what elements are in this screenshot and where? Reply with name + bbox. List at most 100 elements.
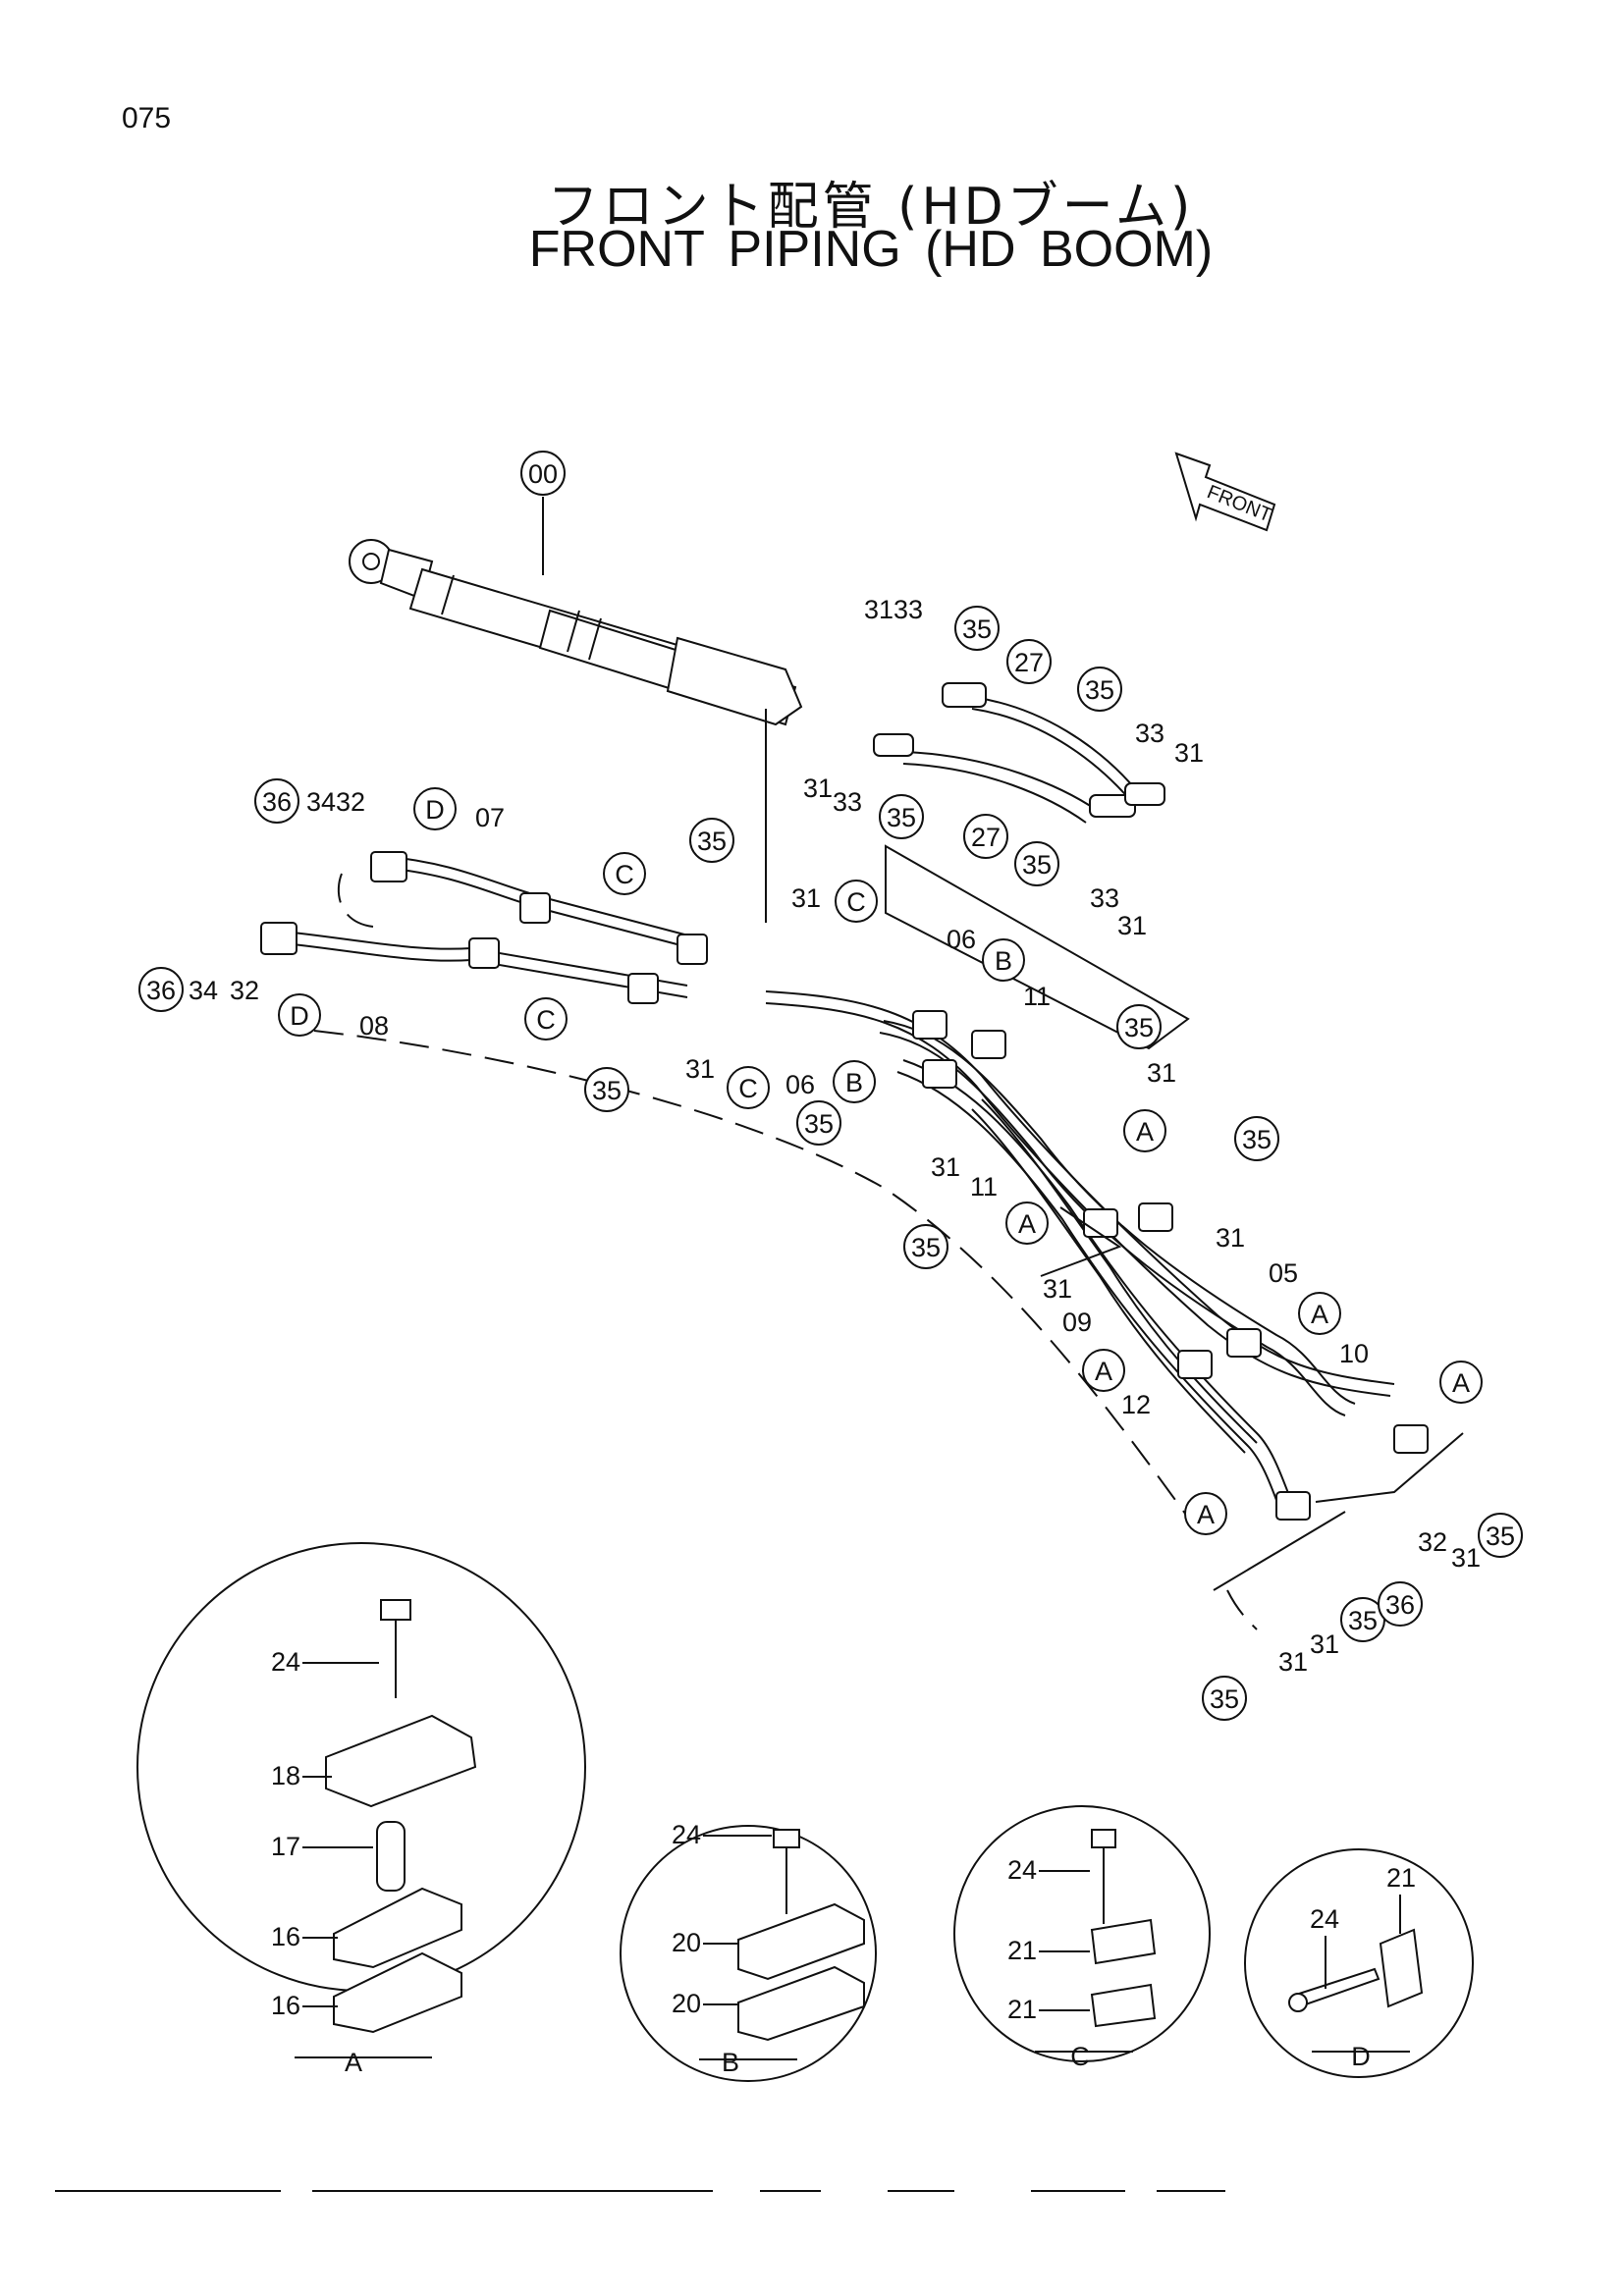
- front-arrow-icon: FRONT: [1174, 452, 1276, 532]
- page-number: 075: [122, 102, 172, 134]
- svg-text:D: D: [290, 1001, 309, 1031]
- svg-text:18: 18: [271, 1761, 300, 1790]
- svg-text:33: 33: [1090, 883, 1119, 913]
- callout-36c: [1378, 1581, 1423, 1627]
- svg-text:07: 07: [475, 803, 505, 832]
- callout-00-label: 00: [528, 459, 558, 489]
- svg-text:C: C: [615, 860, 634, 889]
- svg-text:35: 35: [697, 827, 727, 856]
- callout-27b: [963, 814, 1008, 859]
- svg-text:24: 24: [1007, 1855, 1037, 1885]
- svg-text:21: 21: [1007, 1936, 1037, 1965]
- svg-text:35: 35: [911, 1233, 941, 1262]
- svg-text:31: 31: [685, 1054, 715, 1084]
- svg-text:32: 32: [1418, 1527, 1447, 1557]
- boom-cylinder: [349, 539, 803, 923]
- svg-text:D: D: [425, 795, 445, 825]
- detail-b: B 24 20 20: [620, 1820, 877, 2082]
- svg-text:36: 36: [146, 976, 176, 1005]
- callout-36a: [254, 778, 299, 824]
- hose-27: [873, 682, 1165, 824]
- svg-text:08: 08: [359, 1011, 389, 1041]
- callout-35-bottom: [1202, 1676, 1247, 1721]
- svg-text:12: 12: [1121, 1390, 1151, 1419]
- svg-text:A: A: [1136, 1117, 1154, 1147]
- callout-27b-label: 27: [971, 823, 1001, 852]
- svg-text:C: C: [738, 1074, 758, 1103]
- svg-text:31: 31: [931, 1152, 960, 1182]
- svg-text:31: 31: [1216, 1223, 1245, 1253]
- svg-text:10: 10: [1339, 1339, 1369, 1368]
- svg-text:16: 16: [271, 1922, 300, 1951]
- svg-text:36: 36: [1385, 1590, 1415, 1620]
- svg-text:20: 20: [672, 1989, 701, 2018]
- svg-text:31: 31: [803, 774, 833, 803]
- svg-text:A: A: [1311, 1300, 1328, 1329]
- callout-00: [520, 451, 566, 496]
- svg-text:31: 31: [1043, 1274, 1072, 1304]
- svg-text:3133: 3133: [864, 595, 923, 624]
- svg-text:B: B: [995, 946, 1012, 976]
- svg-text:33: 33: [833, 787, 862, 817]
- callout-36b: [138, 967, 184, 1012]
- svg-text:24: 24: [271, 1647, 300, 1677]
- svg-text:35: 35: [1085, 675, 1114, 705]
- pipe-08: [260, 873, 688, 1004]
- detail-d-caption: D: [1351, 2042, 1371, 2071]
- svg-text:3432: 3432: [306, 787, 365, 817]
- svg-text:35: 35: [887, 803, 916, 832]
- svg-text:31: 31: [1278, 1647, 1308, 1677]
- svg-text:35: 35: [592, 1076, 622, 1105]
- svg-text:A: A: [1018, 1209, 1036, 1239]
- svg-text:A: A: [1197, 1500, 1215, 1529]
- callout-35-bottom-label: 35: [1210, 1684, 1239, 1714]
- svg-text:31: 31: [1174, 738, 1204, 768]
- svg-text:24: 24: [1310, 1904, 1339, 1934]
- svg-text:17: 17: [271, 1832, 300, 1861]
- svg-text:09: 09: [1062, 1308, 1092, 1337]
- svg-text:A: A: [1095, 1357, 1112, 1386]
- svg-text:21: 21: [1007, 1995, 1037, 2024]
- svg-text:05: 05: [1269, 1258, 1298, 1288]
- svg-text:35: 35: [1486, 1522, 1515, 1551]
- detail-d: D 21 24: [1244, 1848, 1474, 2078]
- svg-text:31: 31: [1147, 1058, 1176, 1088]
- svg-text:06: 06: [947, 925, 976, 954]
- title-english: FRONT PIPING (HD BOOM): [528, 221, 1214, 278]
- detail-b-caption: B: [722, 2048, 739, 2077]
- part-number-labels: 3133 31 33 33 31 33 31 3432 07 34 32 31 …: [189, 595, 1481, 1677]
- svg-text:20: 20: [672, 1928, 701, 1957]
- svg-text:16: 16: [271, 1991, 300, 2020]
- svg-text:C: C: [536, 1005, 556, 1035]
- svg-text:33: 33: [1135, 719, 1164, 748]
- svg-text:B: B: [845, 1068, 863, 1097]
- svg-text:A: A: [1452, 1368, 1470, 1398]
- svg-text:11: 11: [970, 1172, 998, 1201]
- svg-text:35: 35: [1242, 1125, 1272, 1154]
- svg-text:C: C: [846, 887, 866, 917]
- svg-text:32: 32: [230, 976, 259, 1005]
- svg-text:31: 31: [791, 883, 821, 913]
- svg-text:35: 35: [804, 1109, 834, 1139]
- svg-text:35: 35: [1124, 1013, 1154, 1042]
- svg-text:24: 24: [672, 1820, 701, 1849]
- detail-c: C 24 21 21: [953, 1805, 1211, 2071]
- svg-text:35: 35: [1022, 850, 1052, 880]
- svg-text:35: 35: [962, 614, 992, 644]
- svg-text:31: 31: [1117, 911, 1147, 940]
- svg-text:06: 06: [785, 1070, 815, 1099]
- svg-text:21: 21: [1386, 1863, 1416, 1893]
- svg-text:11: 11: [1023, 982, 1051, 1011]
- detail-a: A 24 18 17 16 16: [136, 1542, 586, 2077]
- callout-35-group: 35 35 35 35 35 35 35 35 35 35 35 35: [584, 606, 1523, 1642]
- svg-text:34: 34: [189, 976, 218, 1005]
- svg-text:36: 36: [262, 787, 292, 817]
- clamp-letter-callouts: D D C C C C B B A A A A A A: [278, 787, 1483, 1535]
- detail-c-caption: C: [1070, 2042, 1090, 2071]
- pipe-07: [370, 851, 708, 965]
- callout-27a-label: 27: [1014, 648, 1044, 677]
- detail-a-caption: A: [345, 2048, 362, 2077]
- callout-27a: [1006, 639, 1052, 684]
- svg-text:35: 35: [1348, 1606, 1378, 1635]
